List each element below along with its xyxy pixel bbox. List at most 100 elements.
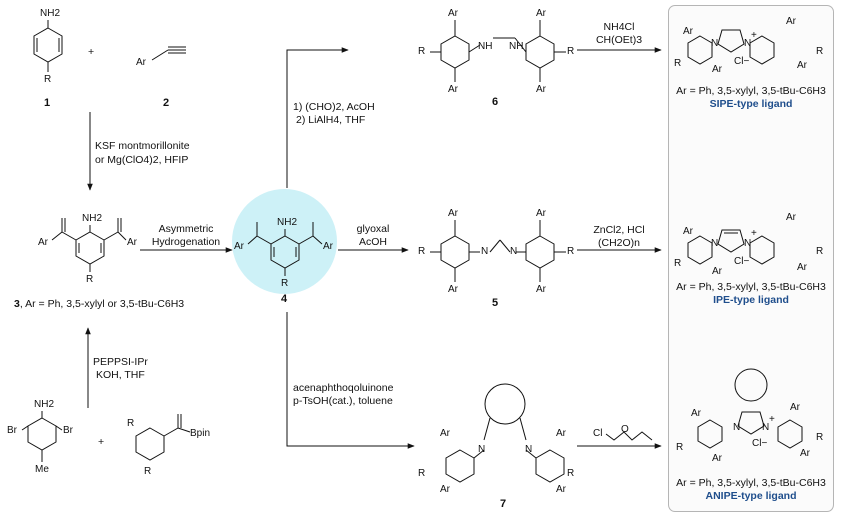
c6-r-right: R	[567, 46, 575, 57]
anipe-r-right: R	[816, 432, 824, 443]
compound-2-label: 2	[163, 97, 170, 109]
reagents-to-6-line-1: 1) (CHO)2, AcOH	[293, 101, 375, 113]
anipe-ar-2: Ar	[790, 402, 800, 413]
reagents-hydrogenation-line-2: Hydrogenation	[151, 236, 221, 248]
compound-6-label: 6	[492, 96, 499, 108]
ipe-ar-1: Ar	[683, 226, 693, 237]
c4-ar-left: Ar	[234, 241, 244, 252]
start-left-nh2: NH2	[34, 399, 55, 410]
ipe-r-left: R	[674, 258, 682, 269]
compound-3-structure	[51, 218, 127, 272]
plus-sign-top: +	[88, 46, 95, 58]
compound-2-structure	[151, 46, 186, 61]
chloroethyl-ether-reagent	[605, 431, 653, 441]
c6-nh-right: NH	[509, 41, 524, 52]
ipe-r-right: R	[816, 246, 824, 257]
anipe-r-left: R	[676, 442, 684, 453]
reagents-to-5-line-2: AcOH	[358, 236, 387, 248]
reagent-o: O	[621, 424, 629, 435]
ipe-ar-2: Ar	[786, 212, 796, 223]
compound-6-structure	[430, 20, 566, 82]
compound-1-label: 1	[44, 97, 51, 109]
compound-4-structure	[247, 222, 323, 276]
c3-ar-left: Ar	[38, 237, 48, 248]
start-right-structure	[135, 414, 191, 461]
c6-ar-2: Ar	[536, 8, 546, 19]
c6-r-left: R	[418, 46, 426, 57]
sipe-ar-1: Ar	[683, 26, 693, 37]
c1-r: R	[44, 74, 52, 85]
reagents-to-7-line-2: p-TsOH(cat.), toluene	[293, 395, 393, 407]
ipe-ar-definition: Ar = Ph, 3,5-xylyl, 3,5-tBu-C6H3	[676, 281, 826, 293]
sipe-n-left: N	[711, 38, 719, 49]
sipe-ar-definition: Ar = Ph, 3,5-xylyl, 3,5-tBu-C6H3	[676, 85, 826, 97]
reagents-to-7-line-1: acenaphthoqoluinone	[293, 382, 394, 394]
anipe-n-right: N	[762, 422, 770, 433]
anipe-ligand-name: ANIPE-type ligand	[705, 490, 797, 502]
anipe-ar-1: Ar	[691, 408, 701, 419]
c6-ar-4: Ar	[536, 84, 546, 95]
c3-ar-right: Ar	[127, 237, 137, 248]
arrow-4-to-7	[286, 312, 415, 449]
c7-ar-3: Ar	[440, 484, 450, 495]
start-left-me: Me	[35, 464, 49, 475]
c5-n-left: N	[481, 246, 489, 257]
compound-1-structure	[33, 20, 63, 72]
reagent-cl: Cl	[593, 428, 603, 439]
anipe-n-left: N	[733, 422, 741, 433]
c5-ar-1: Ar	[448, 208, 458, 219]
start-right-r-1: R	[127, 418, 135, 429]
ipe-ar-4: Ar	[797, 262, 807, 273]
compound-3-ar-definition: , Ar = Ph, 3,5-xylyl or 3,5-tBu-C6H3	[19, 298, 185, 310]
c4-ar-right: Ar	[323, 241, 333, 252]
start-left-br-2: Br	[63, 425, 73, 436]
reagents-to-sipe-line-1: NH4Cl	[603, 21, 635, 33]
c2-ar: Ar	[136, 57, 146, 68]
ipe-structure	[687, 229, 775, 265]
c7-n-right: N	[525, 444, 533, 455]
sipe-n-right: N	[744, 38, 752, 49]
ipe-ar-3: Ar	[712, 266, 722, 277]
compound-5-label: 5	[492, 297, 499, 309]
compound-5-structure	[430, 220, 566, 282]
c6-ar-1: Ar	[448, 8, 458, 19]
reagents-coupling-line-1: PEPPSI-IPr	[93, 356, 148, 368]
compound-7-label: 7	[500, 498, 507, 510]
reagents-hydrogenation-line-1: Asymmetric	[158, 223, 214, 235]
c7-r-right: R	[567, 468, 575, 479]
c4-r: R	[281, 278, 289, 289]
anipe-cl: Cl−	[752, 438, 768, 449]
c5-r-right: R	[567, 246, 575, 257]
ipe-ligand-name: IPE-type ligand	[713, 294, 789, 306]
reagents-to-ipe-line-1: ZnCl2, HCl	[593, 224, 645, 236]
ligand-panel	[668, 5, 834, 512]
c1-nh2: NH2	[40, 8, 61, 19]
anipe-plus: +	[769, 414, 775, 425]
ipe-n-left: N	[711, 238, 719, 249]
ipe-cl: Cl−	[734, 256, 750, 267]
anipe-ar-definition: Ar = Ph, 3,5-xylyl, 3,5-tBu-C6H3	[676, 477, 826, 489]
reagents-to-6-line-2: 2) LiAlH4, THF	[296, 114, 366, 126]
ipe-plus: +	[751, 228, 757, 239]
anipe-ar-4: Ar	[800, 448, 810, 459]
c3-r: R	[86, 274, 94, 285]
c5-ar-4: Ar	[536, 284, 546, 295]
c5-r-left: R	[418, 246, 426, 257]
c7-ar-4: Ar	[556, 484, 566, 495]
start-left-br-1: Br	[7, 425, 17, 436]
sipe-plus: +	[751, 30, 757, 41]
anipe-ar-3: Ar	[712, 453, 722, 464]
sipe-structure	[687, 29, 775, 65]
compound-4-label: 4	[281, 293, 288, 305]
reagents-to-5-line-1: glyoxal	[356, 223, 390, 235]
c7-n-left: N	[478, 444, 486, 455]
sipe-ar-2: Ar	[786, 16, 796, 27]
reagents-to-sipe-line-2: CH(OEt)3	[595, 34, 643, 46]
reagents-coupling-line-2: KOH, THF	[96, 369, 145, 381]
sipe-cl: Cl−	[734, 56, 750, 67]
sipe-ar-3: Ar	[712, 64, 722, 75]
c5-ar-2: Ar	[536, 208, 546, 219]
sipe-ar-4: Ar	[797, 60, 807, 71]
